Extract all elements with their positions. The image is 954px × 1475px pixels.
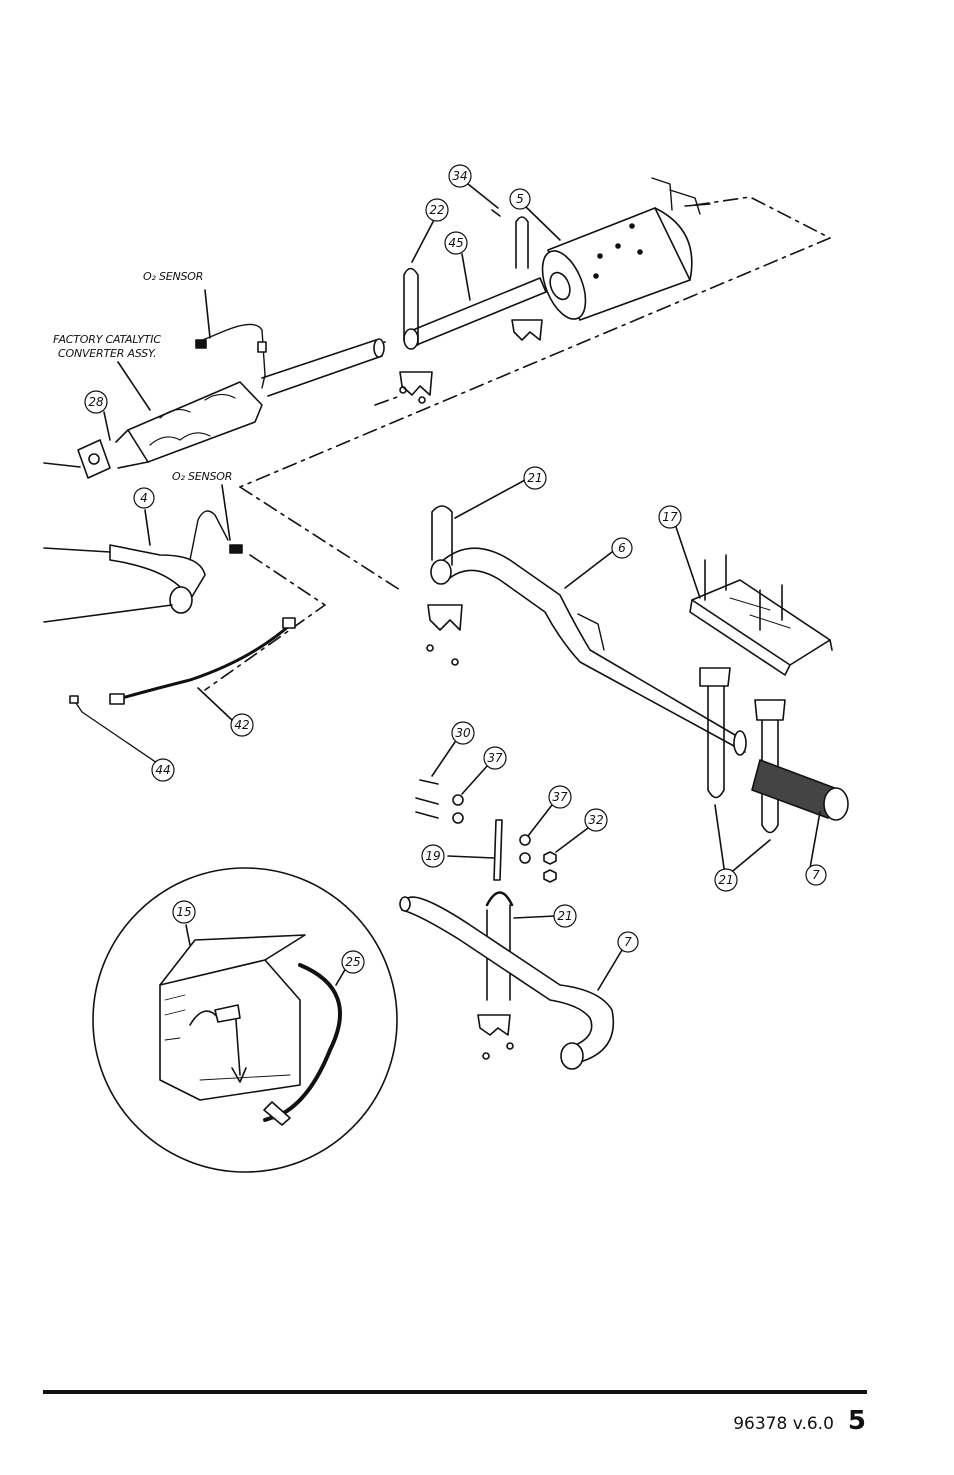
callout-25: 25 [345,955,360,969]
hanger-strap-19 [477,819,514,1060]
leader-37b [527,804,553,837]
tailpipe-7-lower [399,896,614,1070]
leader-28 [103,411,111,441]
elbow-pipe-4 [43,510,243,623]
callout-circles [84,164,827,974]
callout-21-low: 21 [718,873,733,887]
callout-7-lower: 7 [624,935,632,949]
callout-37-a: 37 [487,751,503,765]
callout-5: 5 [516,192,524,206]
cable-tie-44 [69,695,161,766]
hardware-stack [415,779,557,883]
leader-30 [431,741,456,777]
leader-45 [461,253,471,301]
leader-o2-mid [221,484,231,541]
callout-17: 17 [662,510,678,524]
leader-15 [185,924,191,946]
callout-34: 34 [452,169,467,183]
clamp-34 [491,209,543,341]
leader-o2-top [204,289,211,339]
pipe-after-converter [261,339,383,397]
callout-15: 15 [176,905,191,919]
leader-21c [714,804,771,876]
muffler [541,177,711,321]
callout-21-top: 21 [527,471,542,485]
leader-17 [675,526,701,599]
page-number: 5 [847,1406,866,1436]
tail-tip-7-right [751,759,849,821]
label-factory-cat-line1: FACTORY CATALYTIC [53,333,161,346]
leader-21a [454,479,526,519]
leader-32 [555,827,589,853]
callout-37-b: 37 [552,790,568,804]
leader-25 [335,967,347,986]
leader-7b [597,949,623,991]
leader-34 [467,183,499,209]
leader-42 [197,687,233,721]
bracket-17 [689,554,833,676]
clamp-22 [399,267,433,404]
leader-21b [513,915,556,919]
callout-44: 44 [155,763,170,777]
callout-6: 6 [618,541,626,555]
leader-19 [447,855,495,859]
pipe-6 [430,547,747,756]
page-footer: 96378 v.6.0 5 [733,1406,866,1436]
label-o2-sensor-mid: O₂ SENSOR [172,470,232,483]
wire-harness-42 [109,617,296,705]
label-factory-cat-line2: CONVERTER ASSY. [58,347,156,360]
leader-4 [144,509,151,546]
leader-6 [564,551,613,589]
leader-5 [524,205,561,241]
callout-7-right: 7 [812,868,820,882]
dashed-outline-mid [204,486,401,691]
callout-19: 19 [425,849,440,863]
callout-4: 4 [140,491,148,505]
pipe-end [373,338,385,358]
leader-37a [461,764,489,795]
callout-32: 32 [588,813,603,827]
heat-shield-inset [92,867,398,1173]
label-o2-sensor-top: O₂ SENSOR [143,270,203,283]
callout-30: 30 [455,726,471,740]
callout-28: 28 [88,395,104,409]
leader-factory-cat [117,361,151,411]
callout-45: 45 [448,236,463,250]
dashed-outline-top [239,196,831,488]
leader-7a [809,811,821,869]
leader-22 [411,217,436,263]
callout-42: 42 [234,718,249,732]
document-id: 96378 v.6.0 [733,1414,834,1434]
catalytic-converter [43,323,267,479]
clamp-21-upper [426,505,463,666]
callout-21-mid: 21 [557,909,572,923]
callout-22: 22 [429,203,444,217]
footer-rule [43,1390,867,1394]
u-bolts-21 [699,667,786,834]
